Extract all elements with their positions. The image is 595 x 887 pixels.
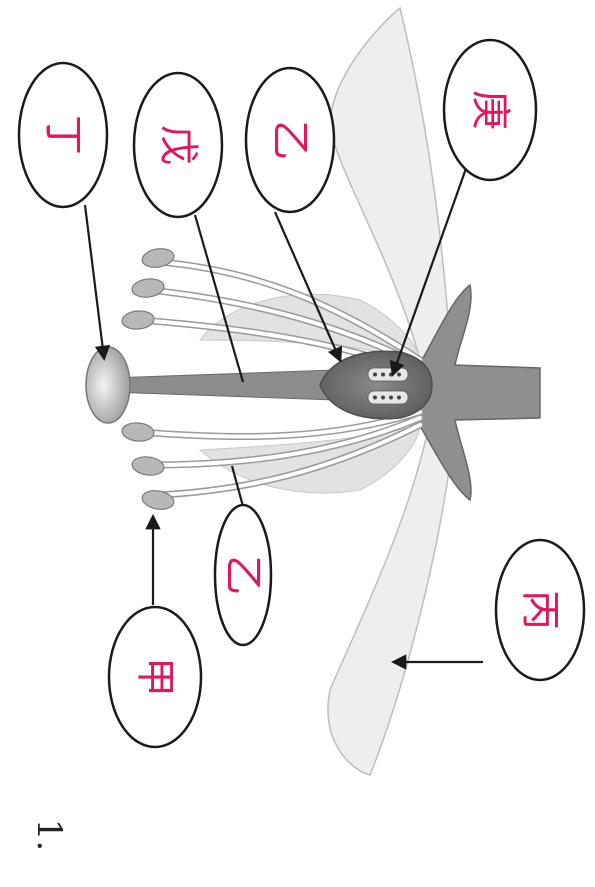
question-number: 1. — [29, 819, 69, 851]
label-style: 戊 — [155, 125, 201, 165]
stigma — [86, 347, 130, 423]
label-anther: 甲 — [132, 657, 178, 697]
label-filament: 乙 — [220, 555, 266, 595]
label-ovule: 庚 — [467, 90, 513, 130]
ovary — [320, 351, 432, 419]
style — [110, 370, 335, 400]
label-stigma: 丁 — [40, 115, 86, 155]
label-ovary: 乙 — [267, 120, 313, 160]
label-petal: 丙 — [517, 590, 563, 630]
